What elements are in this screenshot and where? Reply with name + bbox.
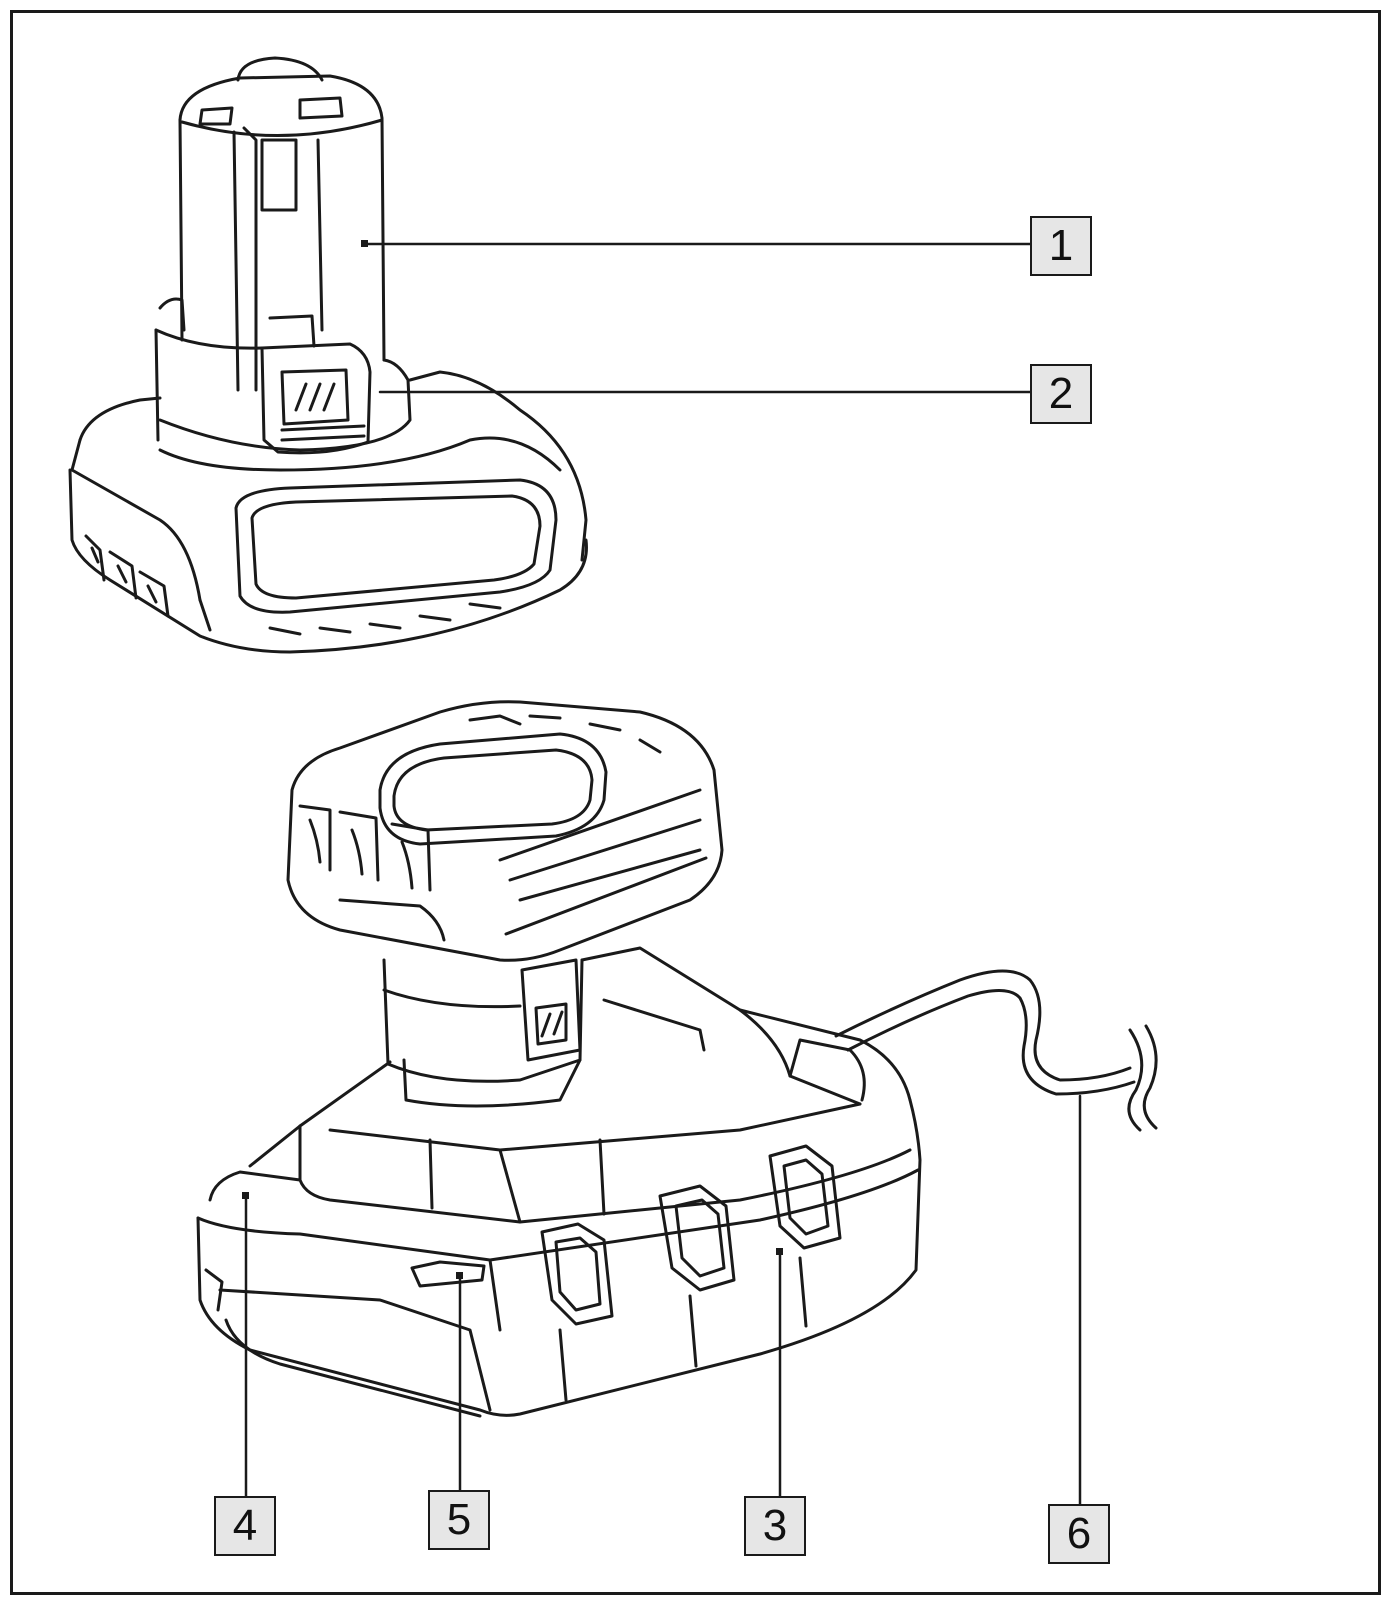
callout-label-4: 4 (214, 1496, 276, 1556)
callout-label-3: 3 (744, 1496, 806, 1556)
diagram-frame (10, 10, 1381, 1595)
callout-label-1: 1 (1030, 216, 1092, 276)
callout-label-5: 5 (428, 1490, 490, 1550)
callout-label-2: 2 (1030, 364, 1092, 424)
leader-lines (242, 240, 1082, 1506)
battery-pack-drawing (68, 56, 588, 654)
callout-label-6: 6 (1048, 1504, 1110, 1564)
charger-drawing (196, 700, 1158, 1418)
